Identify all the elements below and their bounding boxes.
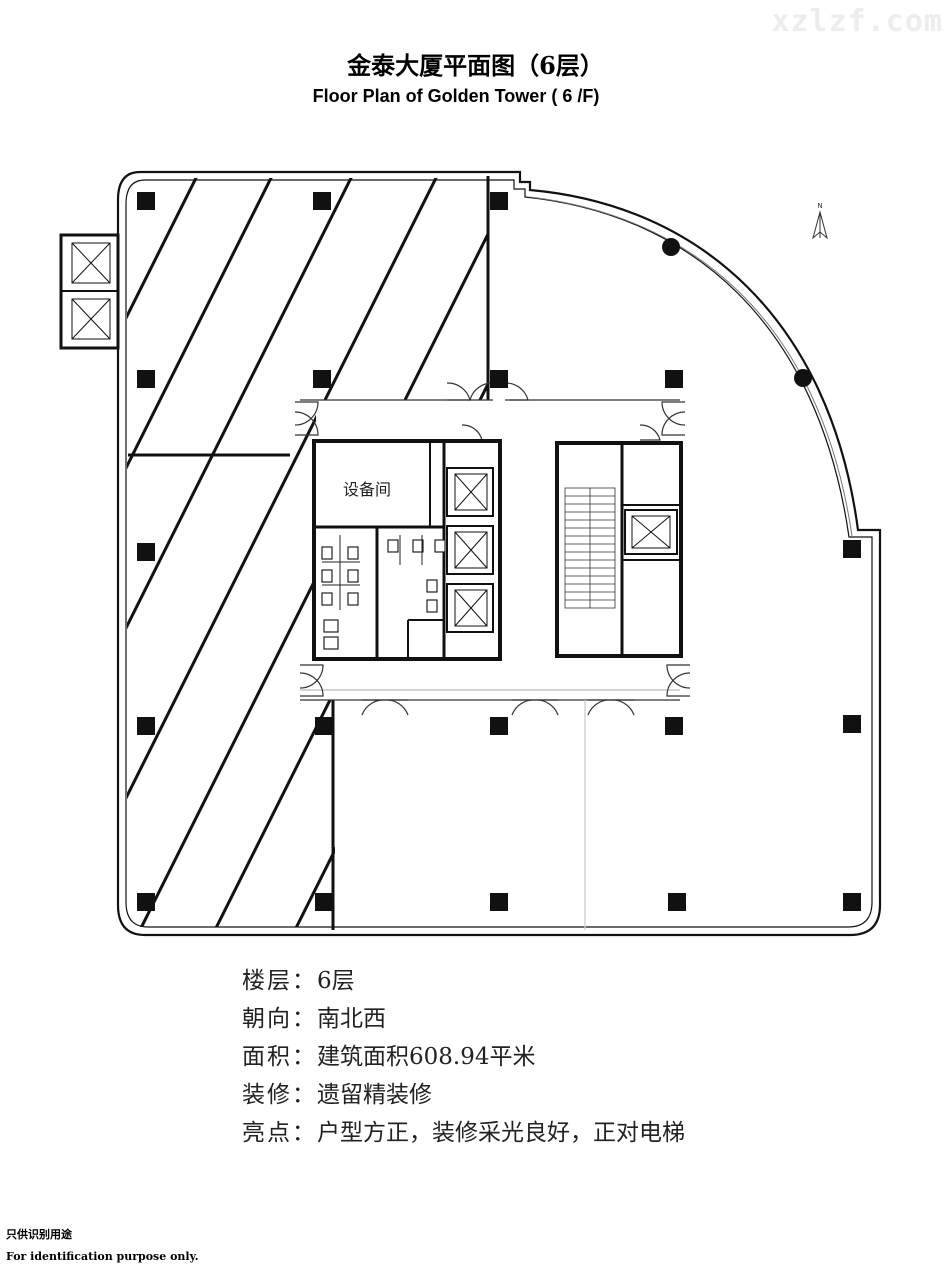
page-title-en: Floor Plan of Golden Tower ( 6 /F) [312,86,600,106]
property-info: 楼层：6层 朝向：南北西 面积：建筑面积608.94平米 装修：遗留精装修 亮点… [242,962,685,1152]
elevator-shafts-left [446,467,494,633]
inner-wall [125,179,873,928]
info-area: 面积：建筑面积608.94平米 [242,1044,536,1070]
stairs [564,487,616,609]
disclaimer-cn: 只供识别用途 [6,1228,72,1241]
doors [294,382,691,716]
outer-wall [116,170,882,937]
external-elevators [59,233,120,350]
core-right [555,441,683,658]
core-left [312,439,502,661]
toilet-fixtures [321,539,446,650]
site-watermark: xzlzf.com [771,4,943,39]
info-floor: 楼层：6层 [242,968,355,994]
partition-walls [128,176,490,930]
info-orientation: 朝向：南北西 [242,1006,386,1032]
disclaimer: 只供识别用途 For identification purpose only. [6,1224,199,1268]
info-highlights: 亮点：户型方正，装修采光良好，正对电梯 [242,1120,685,1146]
equipment-room-label: 设备间 [343,480,391,499]
info-decoration: 装修：遗留精装修 [242,1082,432,1108]
structural-columns [137,192,861,911]
disclaimer-en: For identification purpose only. [6,1250,199,1263]
north-arrow: N [812,202,828,240]
page-title-cn: 金泰大厦平面图（6层） [347,51,604,80]
floor-plan: 设备间 [59,170,882,937]
elevator-shaft-right [624,509,678,555]
north-label: N [817,202,822,210]
